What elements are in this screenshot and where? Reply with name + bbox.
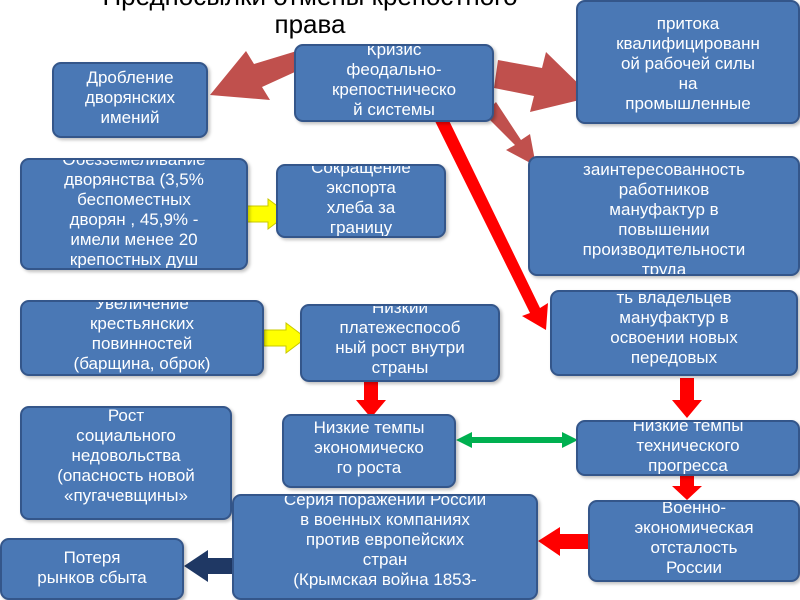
box-crisis: Кризис феодально- крепостническо й систе…: [294, 44, 494, 122]
impoverish-line-5: имели менее 20: [70, 230, 198, 249]
crisis-line-2: феодально-: [346, 60, 442, 79]
division-line-2: дворянских: [84, 88, 175, 107]
econ-line-2: экономическо: [314, 438, 424, 457]
military-line-4: России: [665, 558, 723, 577]
duties-line-1: Увеличение: [95, 300, 189, 313]
tech-line-3: прогресса: [648, 456, 728, 475]
crisis-line-1: Кризис: [366, 44, 422, 59]
defeat-line-5: (Крымская война 1853-: [293, 570, 477, 589]
military-line-3: отсталость: [650, 538, 738, 557]
duties-line-3: повинностей: [91, 334, 193, 353]
solvency-line-4: страны: [371, 358, 429, 377]
owners-line-4: передовых: [630, 348, 718, 367]
impoverish-line-3: беспоместных: [77, 190, 191, 209]
military-line-1: Военно-: [661, 500, 727, 517]
arrow-econ-tech-bidirectional: [456, 432, 578, 448]
markets-line-1: Потеря: [63, 548, 121, 567]
defeat-line-4: стран: [362, 550, 408, 569]
arrow-tech-to-military: [672, 476, 702, 500]
influx-line-3: ой рабочей силы: [620, 54, 756, 73]
arrow-solvency-to-econ: [356, 380, 386, 418]
export-line-2: экспорта: [326, 178, 396, 197]
discontent-line-2: социального: [76, 426, 176, 445]
owners-line-3: освоении новых: [610, 328, 738, 347]
discontent-line-5: «пугачевщины»: [64, 486, 188, 505]
discontent-line-4: (опасность новой: [57, 466, 195, 485]
impoverish-line-1: Обезземеливание: [62, 158, 206, 169]
solvency-line-1: Низкий: [372, 304, 428, 317]
impoverish-line-2: дворянства (3,5%: [64, 170, 204, 189]
box-influx: притока квалифицированн ой рабочей силы …: [576, 0, 800, 124]
solvency-line-3: ный рост внутри: [335, 338, 465, 357]
solvency-line-2: платежеспособ: [339, 318, 461, 337]
owners-line-2: мануфактур в: [619, 308, 729, 327]
box-econ: Низкие темпы экономическо го роста: [282, 414, 456, 488]
box-export: Сокращение экспорта хлеба за границу: [276, 164, 446, 238]
box-tech: Низкие темпы технического прогресса: [576, 420, 800, 476]
box-division: Дробление дворянских имений: [52, 62, 208, 138]
defeat-line-1: Серия поражений России: [283, 494, 487, 509]
interest-line-5: производительности: [582, 240, 746, 259]
box-owners: ть владельцев мануфактур в освоении новы…: [550, 290, 798, 376]
econ-line-1: Низкие темпы: [313, 418, 425, 437]
box-duties: Увеличение крестьянских повинностей (бар…: [20, 300, 264, 376]
export-line-1: Сокращение: [311, 164, 411, 177]
influx-line-4: на: [678, 74, 698, 93]
military-line-2: экономическая: [634, 518, 754, 537]
owners-line-1: ть владельцев: [616, 290, 732, 307]
arrow-defeat-to-markets: [184, 550, 233, 582]
markets-line-2: рынков сбыта: [37, 568, 147, 587]
box-impoverish: Обезземеливание дворянства (3,5% беспоме…: [20, 158, 248, 270]
box-markets: Потеря рынков сбыта: [0, 538, 184, 600]
interest-line-4: повышении: [618, 220, 710, 239]
box-interest: заинтересованность работников мануфактур…: [528, 156, 800, 276]
econ-line-3: го роста: [336, 458, 402, 477]
title-line-1: Предпосылки отмены крепостного: [0, 0, 620, 10]
crisis-line-4: й системы: [353, 100, 435, 119]
duties-line-4: (барщина, оброк): [73, 354, 211, 373]
interest-line-2: работников: [618, 180, 710, 199]
impoverish-line-4: дворян , 45,9% -: [69, 210, 199, 229]
arrow-owners-to-tech: [672, 378, 702, 418]
box-solvency: Низкий платежеспособ ный рост внутри стр…: [300, 304, 500, 382]
defeat-line-3: против европейских: [305, 530, 465, 549]
tech-line-1: Низкие темпы: [632, 420, 744, 435]
division-line-1: Дробление: [86, 68, 174, 87]
slide-title: Предпосылки отмены крепостного права: [0, 0, 620, 38]
crisis-line-3: крепостническо: [331, 80, 457, 99]
export-line-3: хлеба за: [326, 198, 396, 217]
title-line-2: права: [274, 9, 346, 39]
discontent-line-1: Рост: [107, 406, 145, 425]
interest-line-3: мануфактур в: [609, 200, 719, 219]
interest-line-6: труда: [641, 260, 687, 276]
duties-line-2: крестьянских: [89, 314, 195, 333]
influx-line-2: квалифицированн: [616, 34, 760, 53]
arrow-military-to-defeat: [538, 527, 588, 556]
defeat-line-2: в военных компаниях: [300, 510, 470, 529]
influx-line-5: промышленные: [625, 94, 751, 113]
tech-line-2: технического: [636, 436, 740, 455]
discontent-line-3: недовольства: [71, 446, 181, 465]
box-discontent: Рост социального недовольства (опасность…: [20, 406, 232, 520]
influx-line-1: притока: [656, 14, 720, 33]
interest-line-1: заинтересованность: [583, 160, 745, 179]
export-line-4: границу: [329, 218, 393, 237]
division-line-3: имений: [100, 108, 160, 127]
box-defeat: Серия поражений России в военных компани…: [232, 494, 538, 600]
box-military: Военно- экономическая отсталость России: [588, 500, 800, 582]
impoverish-line-6: крепостных душ: [69, 250, 199, 269]
